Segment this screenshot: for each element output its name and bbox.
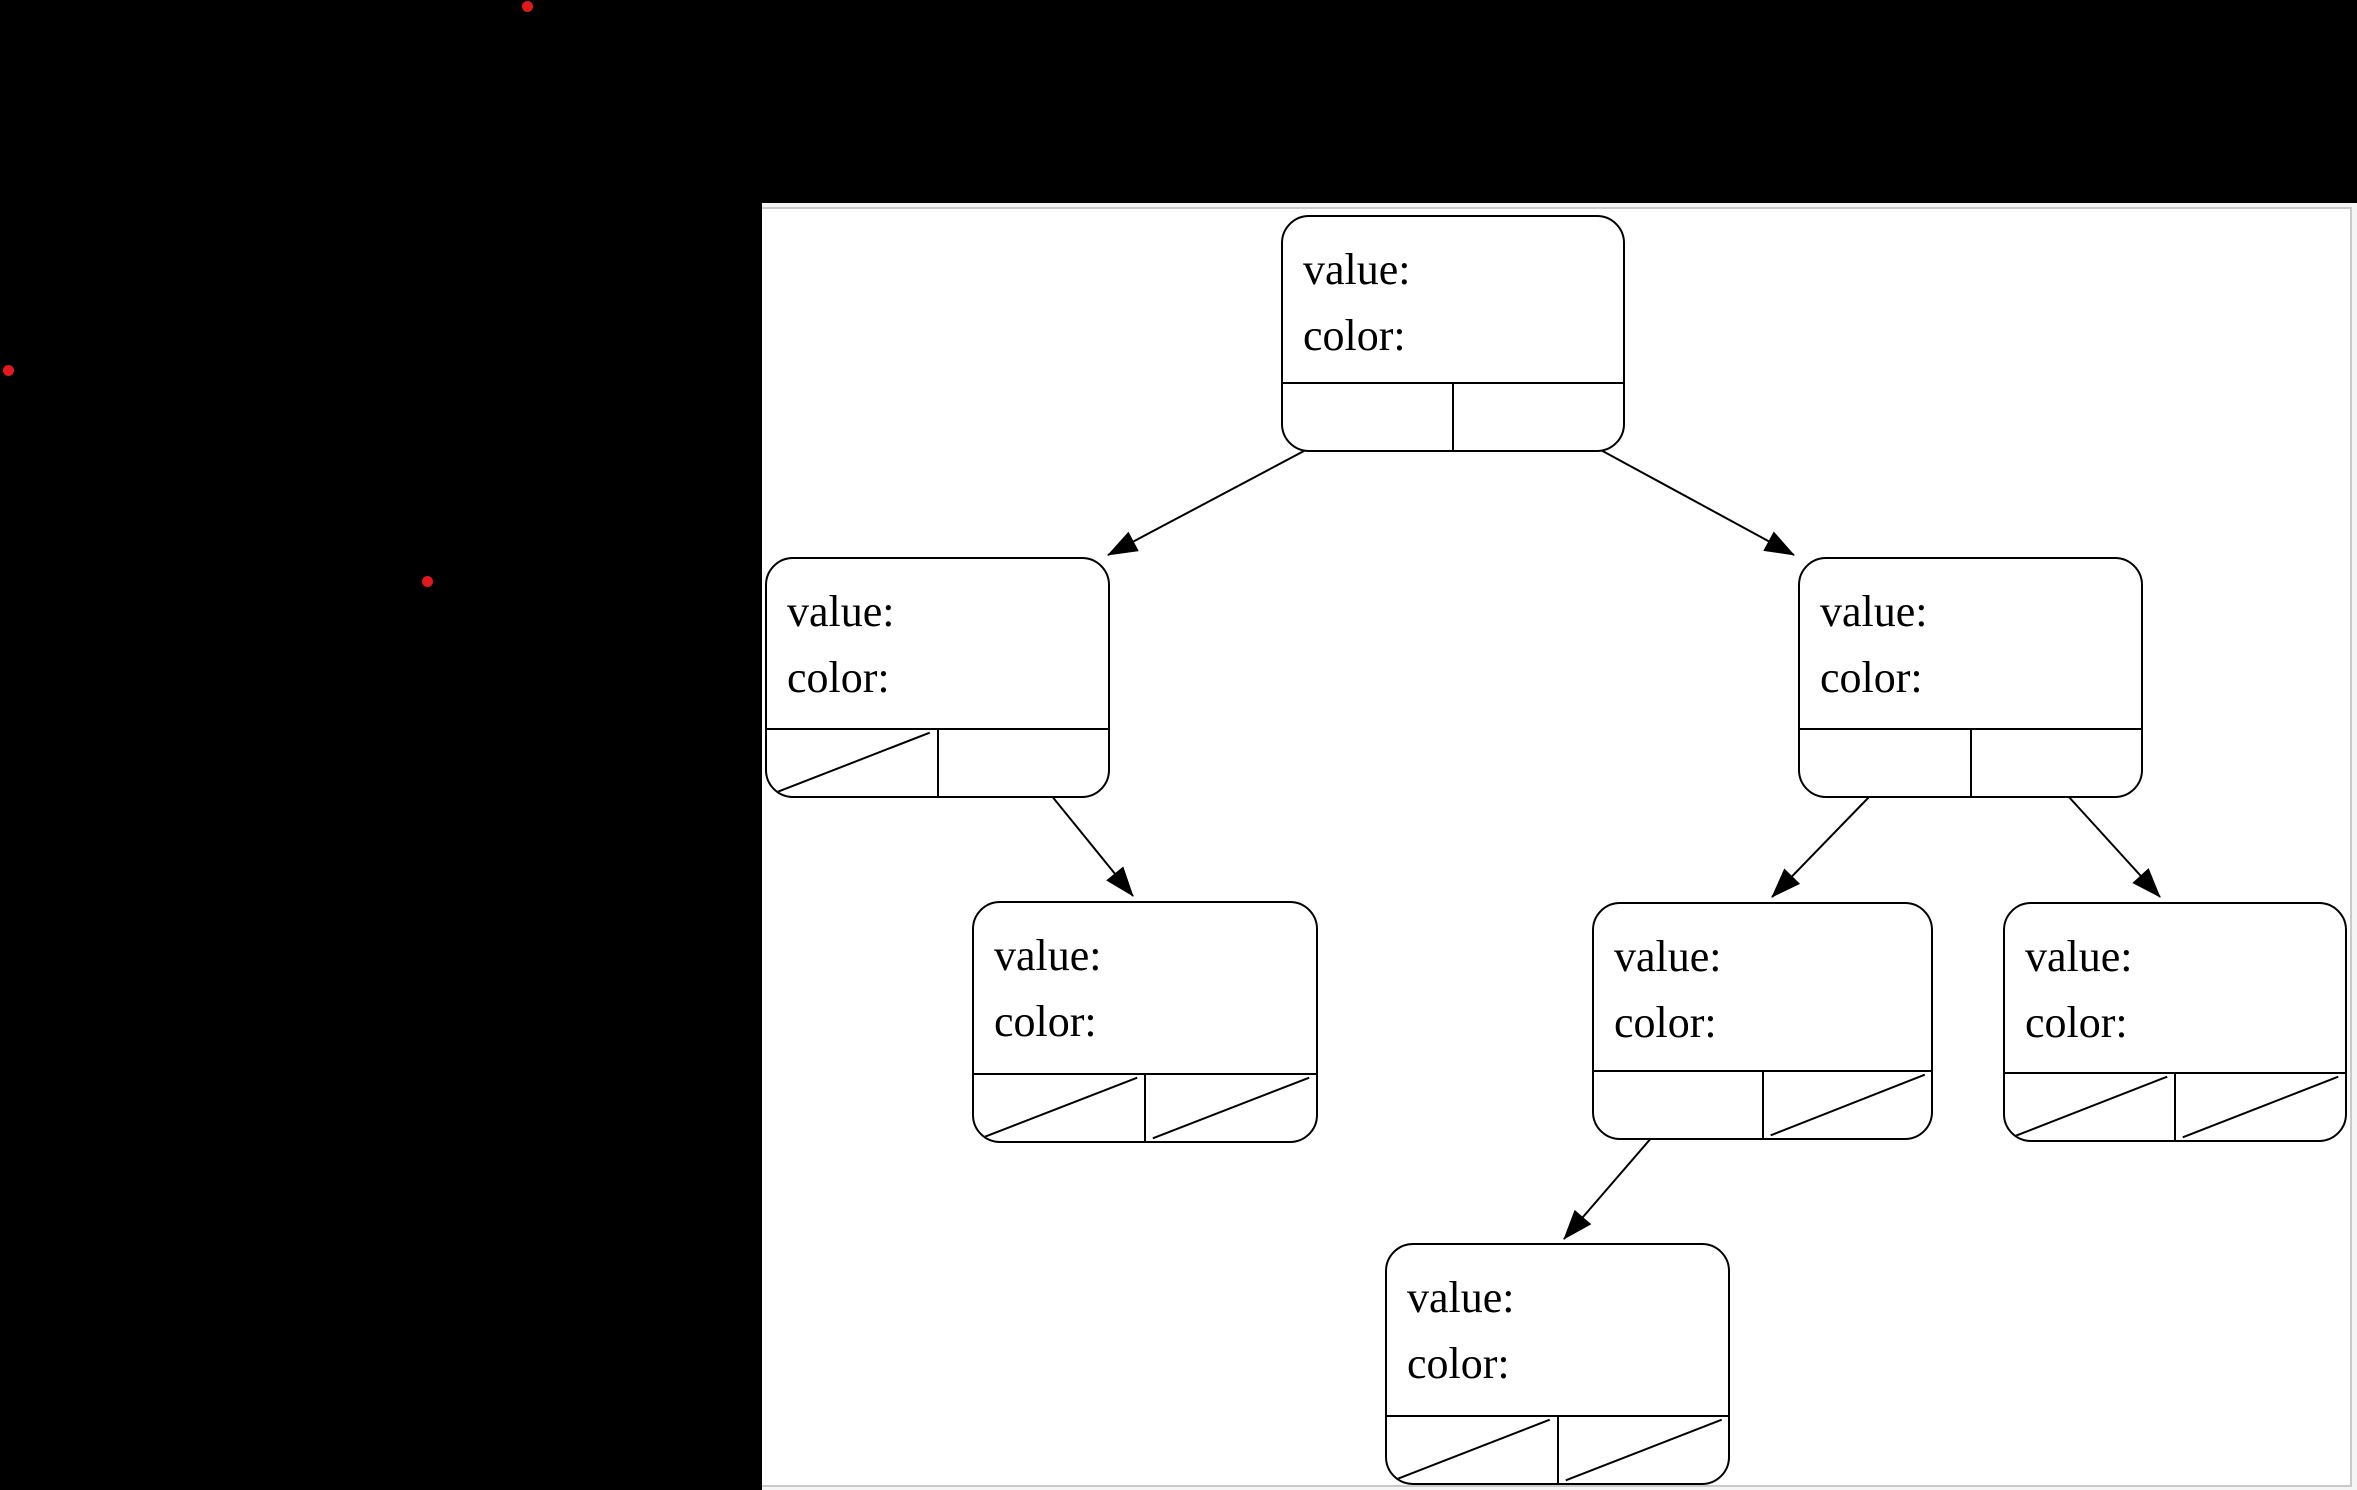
null-pointer-slash	[1559, 1417, 1729, 1483]
pointer-cells-row	[1283, 382, 1623, 450]
node-color-label: color:	[2025, 998, 2128, 1047]
tree-node-right-left: value: color:	[1592, 902, 1933, 1140]
pointer-cells-row	[767, 728, 1108, 796]
tree-node-right: value: color:	[1798, 557, 2143, 798]
tree-node-left-right: value: color:	[972, 901, 1318, 1143]
node-color-label: color:	[1407, 1339, 1510, 1388]
null-pointer-slash	[767, 730, 937, 796]
right-pointer-cell	[2176, 1074, 2345, 1140]
pointer-cells-row	[1387, 1415, 1728, 1483]
left-pointer-cell	[1800, 730, 1972, 796]
node-value-label: value:	[1407, 1273, 1515, 1322]
tree-node-left: value: color:	[765, 557, 1110, 798]
right-pointer-cell	[1764, 1072, 1932, 1138]
null-pointer-slash	[2176, 1074, 2345, 1140]
node-color-label: color:	[994, 997, 1097, 1046]
null-pointer-slash	[1387, 1417, 1557, 1483]
left-pointer-cell	[2005, 1074, 2176, 1140]
node-value-label: value:	[1303, 245, 1411, 294]
red-dot-marker	[2, 364, 14, 376]
node-value-label: value:	[1614, 932, 1722, 981]
node-value-label: value:	[787, 587, 895, 636]
left-pointer-cell	[1594, 1072, 1764, 1138]
left-pointer-cell	[1387, 1417, 1559, 1483]
null-pointer-slash	[1764, 1072, 1932, 1138]
right-pointer-cell	[1146, 1075, 1316, 1141]
node-color-label: color:	[1303, 311, 1406, 360]
node-value-label: value:	[2025, 932, 2133, 981]
null-pointer-slash	[2005, 1074, 2174, 1140]
right-pointer-cell	[1559, 1417, 1729, 1483]
tree-node-right-left-left: value: color:	[1385, 1243, 1730, 1485]
tree-node-right-right: value: color:	[2003, 902, 2347, 1142]
pointer-cells-row	[2005, 1072, 2345, 1140]
node-color-label: color:	[1820, 653, 1923, 702]
node-value-label: value:	[1820, 587, 1928, 636]
pointer-cells-row	[1594, 1070, 1931, 1138]
red-dot-marker	[521, 0, 533, 12]
left-pointer-cell	[974, 1075, 1146, 1141]
null-pointer-slash	[974, 1075, 1144, 1141]
null-pointer-slash	[1146, 1075, 1316, 1141]
red-dot-marker	[421, 575, 433, 587]
pointer-cells-row	[1800, 728, 2141, 796]
node-color-label: color:	[1614, 998, 1717, 1047]
node-value-label: value:	[994, 931, 1102, 980]
node-color-label: color:	[787, 653, 890, 702]
pointer-cells-row	[974, 1073, 1316, 1141]
left-pointer-cell	[1283, 384, 1454, 450]
tree-node-root: value: color:	[1281, 215, 1625, 452]
left-pointer-cell	[767, 730, 939, 796]
